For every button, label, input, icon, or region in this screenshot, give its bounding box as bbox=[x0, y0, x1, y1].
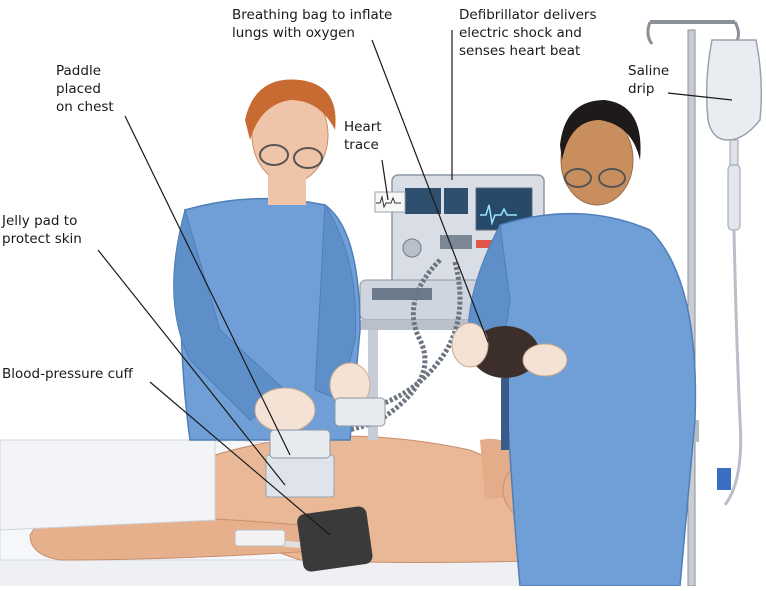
label-heart-trace: Heart trace bbox=[344, 118, 382, 154]
label-paddle-line-3: on chest bbox=[56, 98, 114, 116]
saline-bag bbox=[707, 40, 762, 505]
label-heart-trace-line-1: Heart bbox=[344, 118, 382, 136]
label-saline-drip: Saline drip bbox=[628, 62, 669, 98]
heart-trace-strip bbox=[375, 192, 405, 212]
label-breathing-bag-line-2: lungs with oxygen bbox=[232, 24, 392, 42]
label-breathing-bag: Breathing bag to inflate lungs with oxyg… bbox=[232, 6, 392, 42]
label-defibrillator-line-1: Defibrillator delivers bbox=[459, 6, 597, 24]
label-jelly-pad-line-2: protect skin bbox=[2, 230, 82, 248]
jelly-pad bbox=[266, 455, 334, 497]
label-bp-cuff-line-1: Blood-pressure cuff bbox=[2, 365, 133, 383]
label-heart-trace-line-2: trace bbox=[344, 136, 382, 154]
label-defibrillator-line-3: senses heart beat bbox=[459, 42, 597, 60]
label-defibrillator: Defibrillator delivers electric shock an… bbox=[459, 6, 597, 60]
label-saline-line-2: drip bbox=[628, 80, 669, 98]
label-defibrillator-line-2: electric shock and bbox=[459, 24, 597, 42]
label-blood-pressure-cuff: Blood-pressure cuff bbox=[2, 365, 133, 383]
label-paddle-line-1: Paddle bbox=[56, 62, 114, 80]
label-saline-line-1: Saline bbox=[628, 62, 669, 80]
label-paddle-line-2: placed bbox=[56, 80, 114, 98]
label-paddle: Paddle placed on chest bbox=[56, 62, 114, 116]
label-jelly-pad-line-1: Jelly pad to bbox=[2, 212, 82, 230]
label-jelly-pad: Jelly pad to protect skin bbox=[2, 212, 82, 248]
label-breathing-bag-line-1: Breathing bag to inflate bbox=[232, 6, 392, 24]
